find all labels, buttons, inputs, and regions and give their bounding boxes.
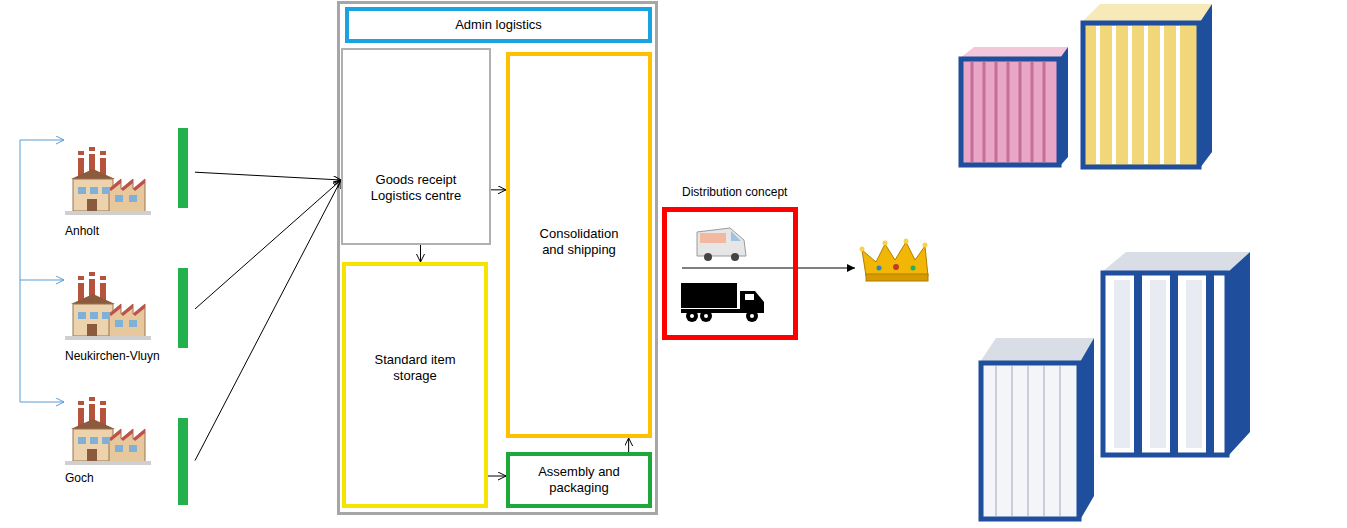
flow-arrow [195,172,341,180]
flow-arrow [195,180,341,461]
process-box: Assembly and packaging [506,452,652,508]
flow-arrow [488,476,506,477]
truck-icon [681,283,764,322]
distribution-node: Distribution concept [662,176,798,340]
v-bank-filter [1102,252,1250,456]
van-icon [697,228,746,261]
green-bar [178,418,188,505]
factory-node: Neukirchen-Vluyn [60,258,195,370]
flow-arrow [628,438,629,452]
supply-bracket [20,140,64,402]
flow-arrow [195,180,341,309]
site-label: Anholt [65,223,99,239]
distribution-frame [662,207,798,340]
process-box: Standard item storage [342,262,488,508]
crown-icon [860,239,929,282]
delivery-arrow [682,268,855,269]
process-box: Consolidation and shipping [506,52,652,438]
compact-filter [980,338,1094,520]
factory-node: Goch [60,395,195,510]
box-label: Goods receipt Logistics centre [361,172,471,204]
factory-icon [65,270,151,342]
box-label: Assembly and packaging [529,464,629,496]
logistics-centre-frame [339,3,657,514]
factory-icon [65,145,151,217]
pocket-filter-pink [960,47,1068,166]
factory-node: Anholt [60,115,195,245]
process-box: Admin logistics [345,7,652,43]
pocket-filter-yellow [1082,4,1212,168]
flow-arrow [491,189,506,190]
process-box: Goods receipt Logistics centre [341,48,491,245]
distribution-heading: Distribution concept [682,184,787,200]
box-label: Consolidation and shipping [529,226,629,258]
green-bar [178,128,188,208]
factory-icon [65,395,151,467]
box-label: Admin logistics [455,17,542,33]
flow-arrow [420,245,421,262]
site-label: Goch [65,470,94,486]
box-label: Standard item storage [365,352,465,384]
site-label: Neukirchen-Vluyn [65,348,160,364]
green-bar [178,268,188,348]
